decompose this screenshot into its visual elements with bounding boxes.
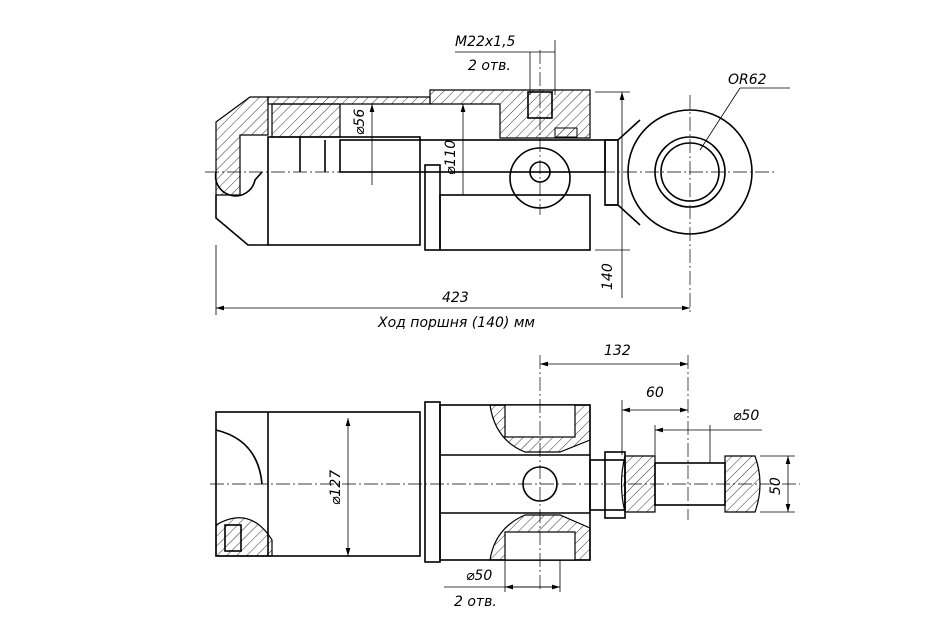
eye-bearing [654, 462, 726, 506]
bottom-view: 132 60 ⌀50 50 ⌀127 ⌀50 2 отв. [210, 343, 800, 610]
cap-plug [224, 524, 242, 552]
eye-radius-label: OR62 [728, 72, 767, 88]
piston-rod [339, 139, 606, 173]
stroke-caption: Ход поршня (140) мм [377, 315, 535, 331]
pin-hole-diameter-label: ⌀50 [466, 568, 492, 584]
flange-side [424, 401, 441, 563]
eye-pin-diameter-label: ⌀50 [733, 408, 759, 424]
barrel-side [215, 411, 421, 557]
height-label: 140 [600, 263, 616, 290]
rear-cap-section [215, 96, 269, 196]
rod-diameter-label: ⌀56 [352, 109, 368, 135]
bore-diameter-label: ⌀110 [443, 140, 459, 175]
rod-seal [554, 127, 578, 138]
eye-neck [605, 119, 641, 226]
eye-width-label: 50 [768, 477, 784, 495]
barrel [267, 136, 421, 246]
flange [424, 164, 441, 251]
gland-section [429, 89, 591, 139]
piston-section [271, 103, 341, 138]
rod-end-collar [604, 139, 619, 206]
barrel-wall-section [267, 96, 431, 105]
top-view: M22x1,5 2 отв. ⌀56 ⌀110 OR62 140 423 Ход… [205, 34, 790, 331]
trunnion-block [439, 194, 591, 251]
rear-cap-bore [214, 171, 263, 197]
dim-132-label: 132 [604, 343, 631, 359]
rear-cap-outline [215, 195, 268, 246]
pin-hole-count-label: 2 отв. [454, 594, 497, 610]
length-label: 423 [442, 290, 469, 306]
rod-end-side [589, 459, 626, 511]
thread-label: M22x1,5 [455, 34, 516, 50]
body-diameter-label: ⌀127 [328, 470, 344, 505]
radius-leader [699, 87, 741, 151]
dim-60-label: 60 [646, 385, 664, 401]
eye-left-section [620, 455, 656, 513]
cap-contour [215, 429, 263, 485]
thread-count-label: 2 отв. [468, 58, 511, 74]
cap-port-section [215, 517, 273, 557]
eye-right-section [724, 455, 761, 513]
